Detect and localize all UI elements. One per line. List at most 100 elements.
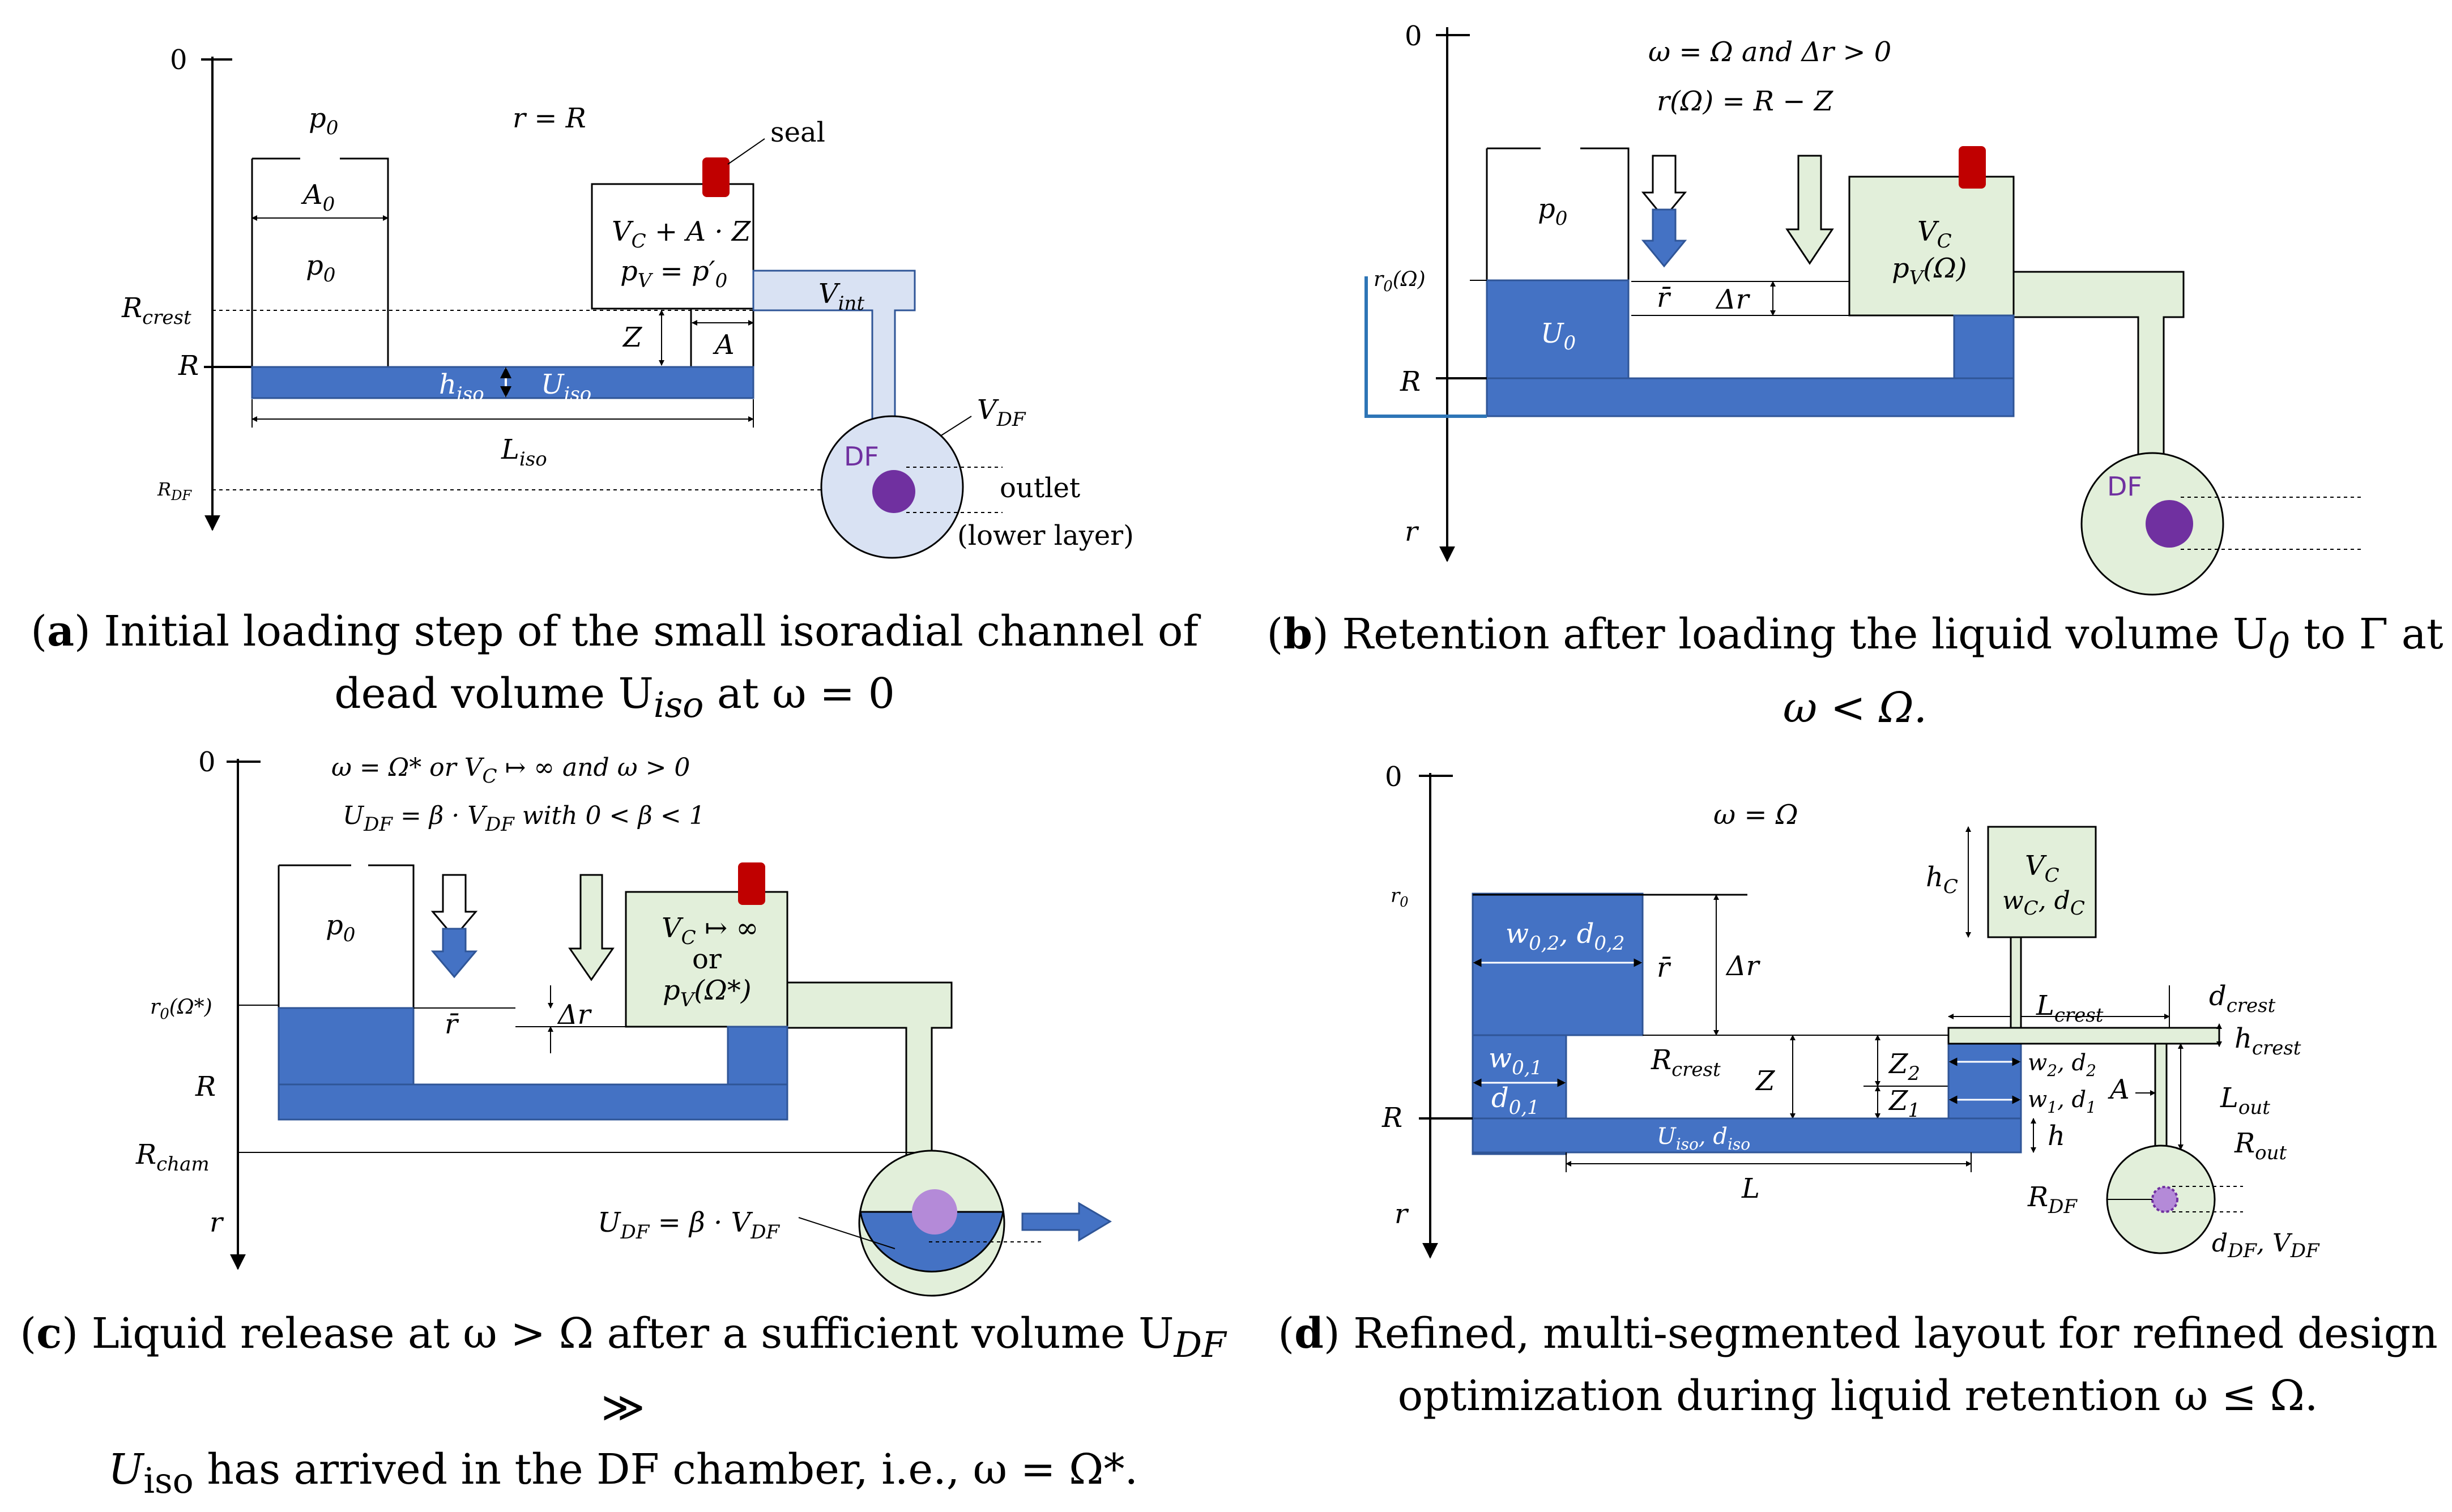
z2-label: Z [1888,1048,1909,1080]
zero-label: 0 [1405,20,1422,52]
r-axis-label: r [210,1207,224,1238]
udf-label: U [598,1207,621,1238]
dcrest-label: d [2209,980,2227,1012]
w02-label: w [1506,918,1529,950]
p0-label: p [1538,193,1555,225]
a0-label: A [301,179,323,211]
lcrest-label: L [2036,990,2054,1022]
vc-label: V [662,912,684,944]
svg-text:p0: p0 [326,909,355,946]
rdf-label: R [2027,1181,2048,1213]
r0-label: r [1374,268,1384,291]
df-spot [872,470,915,513]
panel-d: 0 r ω = Ω r0 w0,2, d0,2 w0,1 d0,1 r̄ Δr … [1381,761,2320,1262]
z-label: Z [622,322,643,353]
panel-a: 0 p0 A0 p0 r = R seal VC + A · Z pV = p′… [121,44,1134,559]
lower-layer-label: (lower layer) [957,520,1134,552]
r-axis-label: r [1395,1198,1409,1230]
svg-text:ω = Ω* or VC ↦ ∞ and ω > 0: ω = Ω* or VC ↦ ∞ and ω > 0 [331,753,690,788]
compression-chamber [1987,826,2097,938]
svg-text:wC, dC: wC, dC [2002,886,2085,920]
svg-text:Lcrest: Lcrest [2036,990,2104,1027]
reservoir-segment-upper [1472,892,1644,1036]
svg-text:RDF: RDF [157,479,192,503]
vc-label: V [612,216,634,247]
liquid-pressure-arrow [1641,208,1687,268]
svg-text:dcrest: dcrest [2209,980,2276,1017]
df-spot [2151,1186,2178,1213]
zero-label: 0 [170,44,187,76]
liso-label: L [501,434,519,465]
uiso-label: U [541,369,565,400]
svg-text:r0(Ω): r0(Ω) [1374,268,1426,295]
u0-label: U [1541,318,1564,349]
df-label: DF [2107,471,2142,502]
z-label: Z [1755,1065,1776,1097]
svg-text:pV(Ω): pV(Ω) [1892,253,1967,289]
p0-pressure-arrow [1641,155,1687,220]
p0-label: p [326,909,343,941]
R-label: R [178,350,199,382]
panel-c: 0 r ω = Ω* or VC ↦ ∞ and ω > 0 UDF = β ·… [135,746,1112,1297]
isoradial-channel [1486,377,2015,417]
R-label: R [1400,366,1421,398]
hiso-label: h [439,369,457,400]
compression-chamber [591,183,754,310]
isoradial-channel [251,366,754,399]
z1-label: Z [1888,1085,1909,1117]
svg-text:w0,2, d0,2: w0,2, d0,2 [1506,918,1625,955]
svg-text:Rcrest: Rcrest [1651,1044,1721,1081]
crest-step [690,307,754,369]
r0-label: r [150,996,161,1019]
rbar-label: r̄ [1657,952,1671,984]
loading-bracket [1364,276,1487,418]
svg-text:d0,1: d0,1 [1491,1082,1540,1119]
r-axis-label: r [1405,516,1419,548]
isoradial-channel [278,1083,788,1121]
or-label: or [692,943,722,975]
zero-label: 0 [1385,761,1402,793]
svg-text:Liso: Liso [501,434,547,471]
outlet-channel [2154,1043,2168,1158]
p0-top-label: p [309,102,326,134]
caption-d: (d) Refined, multi-segmented layout for … [1278,1309,2438,1420]
svg-text:hiso: hiso [439,369,484,405]
svg-text:p0: p0 [1538,193,1567,230]
svg-text:Uiso, diso: Uiso, diso [1657,1124,1750,1154]
R-label: R [1381,1102,1402,1134]
svg-text:UDF = β · VDF with 0 < β < 1: UDF = β · VDF with 0 < β < 1 [343,801,705,836]
svg-text:dDF, VDF: dDF, VDF [2212,1229,2320,1262]
h-label: h [2048,1120,2065,1152]
svg-text:UDF = β · VDF: UDF = β · VDF [598,1207,780,1244]
inlet-reservoir [251,157,389,369]
condition-1: ω = Ω* or V [331,753,485,782]
rout-label: R [2234,1127,2255,1159]
vint-label: V [818,278,841,310]
omega-label: ω = Ω [1713,799,1798,831]
p0-pressure-arrow [430,874,478,939]
pv-label: p [1892,253,1909,284]
caption-a: (a) Initial loading step of the small is… [31,607,1199,725]
svg-text:w1, d1: w1, d1 [2028,1087,2096,1117]
reservoir-liquid [278,1007,415,1086]
svg-text:pV = p′0: pV = p′0 [620,255,727,292]
p0-inner-label: p [306,250,323,281]
dr-label: Δr [1725,950,1761,982]
seal-icon [738,862,765,905]
a-label: A [2108,1074,2130,1105]
vc-label: V [1917,216,1939,247]
df-label: DF [844,441,879,472]
outlet-label: outlet [1000,472,1080,504]
uiso-label: U [1657,1124,1677,1150]
pv-label: p [663,975,680,1006]
R-label: R [195,1071,216,1103]
a-label: A [713,329,735,361]
seal-icon [702,157,730,197]
rbar-label: r̄ [445,1009,459,1040]
hc-label: h [1926,861,1943,893]
svg-text:hC: hC [1926,861,1958,898]
crest-channel [1947,1027,2220,1045]
figure-canvas: .t { font-family: "DejaVu Serif", serif;… [121,20,2362,1297]
svg-text:p0: p0 [306,250,335,287]
caption-c: (c) Liquid release at ω > Ω after a suff… [20,1309,1226,1501]
